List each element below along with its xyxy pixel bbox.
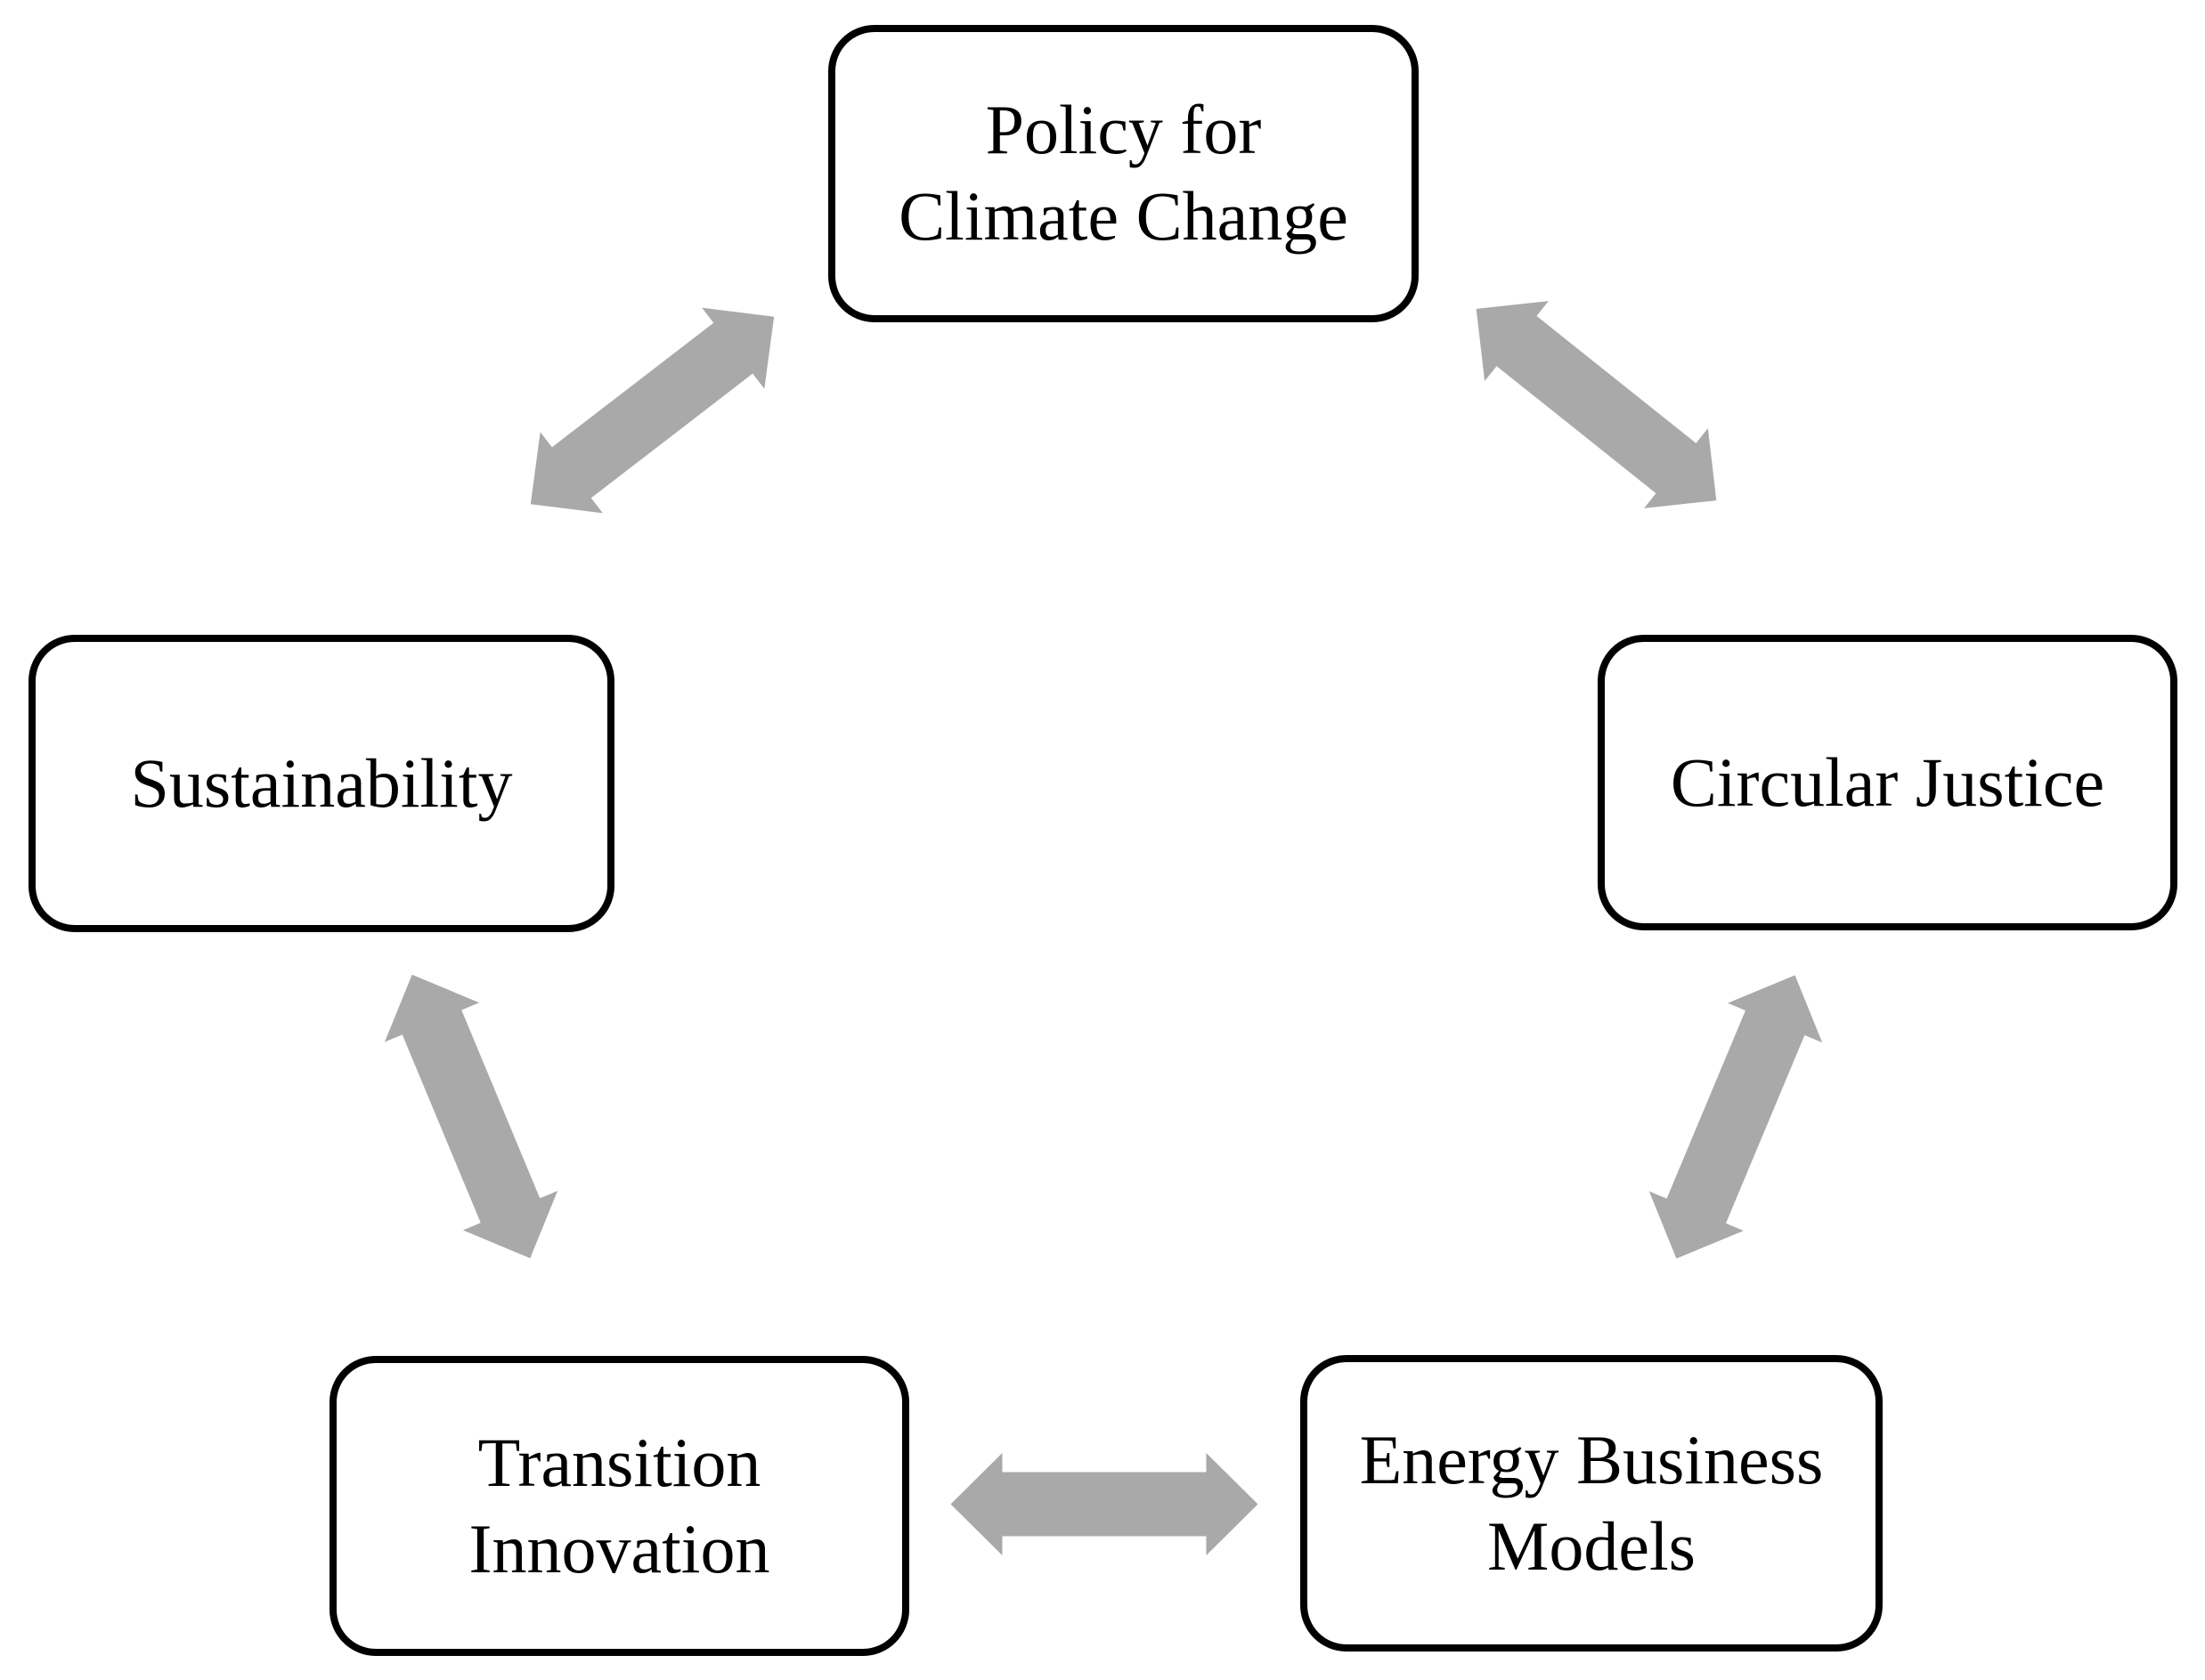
- arrow-circular-justice-energy-business: [1629, 955, 1843, 1278]
- node-circular-justice: Circular Justice: [1598, 635, 2177, 930]
- node-label: Sustainability: [130, 743, 513, 822]
- node-label: Transition Innovation: [468, 1423, 770, 1587]
- node-transition-innovation: Transition Innovation: [330, 1356, 909, 1656]
- node-label: Energy Business Models: [1359, 1420, 1824, 1585]
- node-label: Circular Justice: [1670, 743, 2105, 821]
- node-label: Policy for Climate Change: [899, 91, 1348, 255]
- arrow-sustainability-transition-innovation: [364, 954, 578, 1278]
- node-policy-for-climate-change: Policy for Climate Change: [828, 25, 1419, 322]
- node-energy-business-models: Energy Business Models: [1300, 1355, 1883, 1652]
- node-sustainability: Sustainability: [28, 635, 614, 932]
- arrow-transition-innovation-energy-business: [950, 1453, 1258, 1555]
- arrow-policy-circular-justice: [1444, 268, 1749, 541]
- arrow-sustainability-policy: [499, 276, 806, 545]
